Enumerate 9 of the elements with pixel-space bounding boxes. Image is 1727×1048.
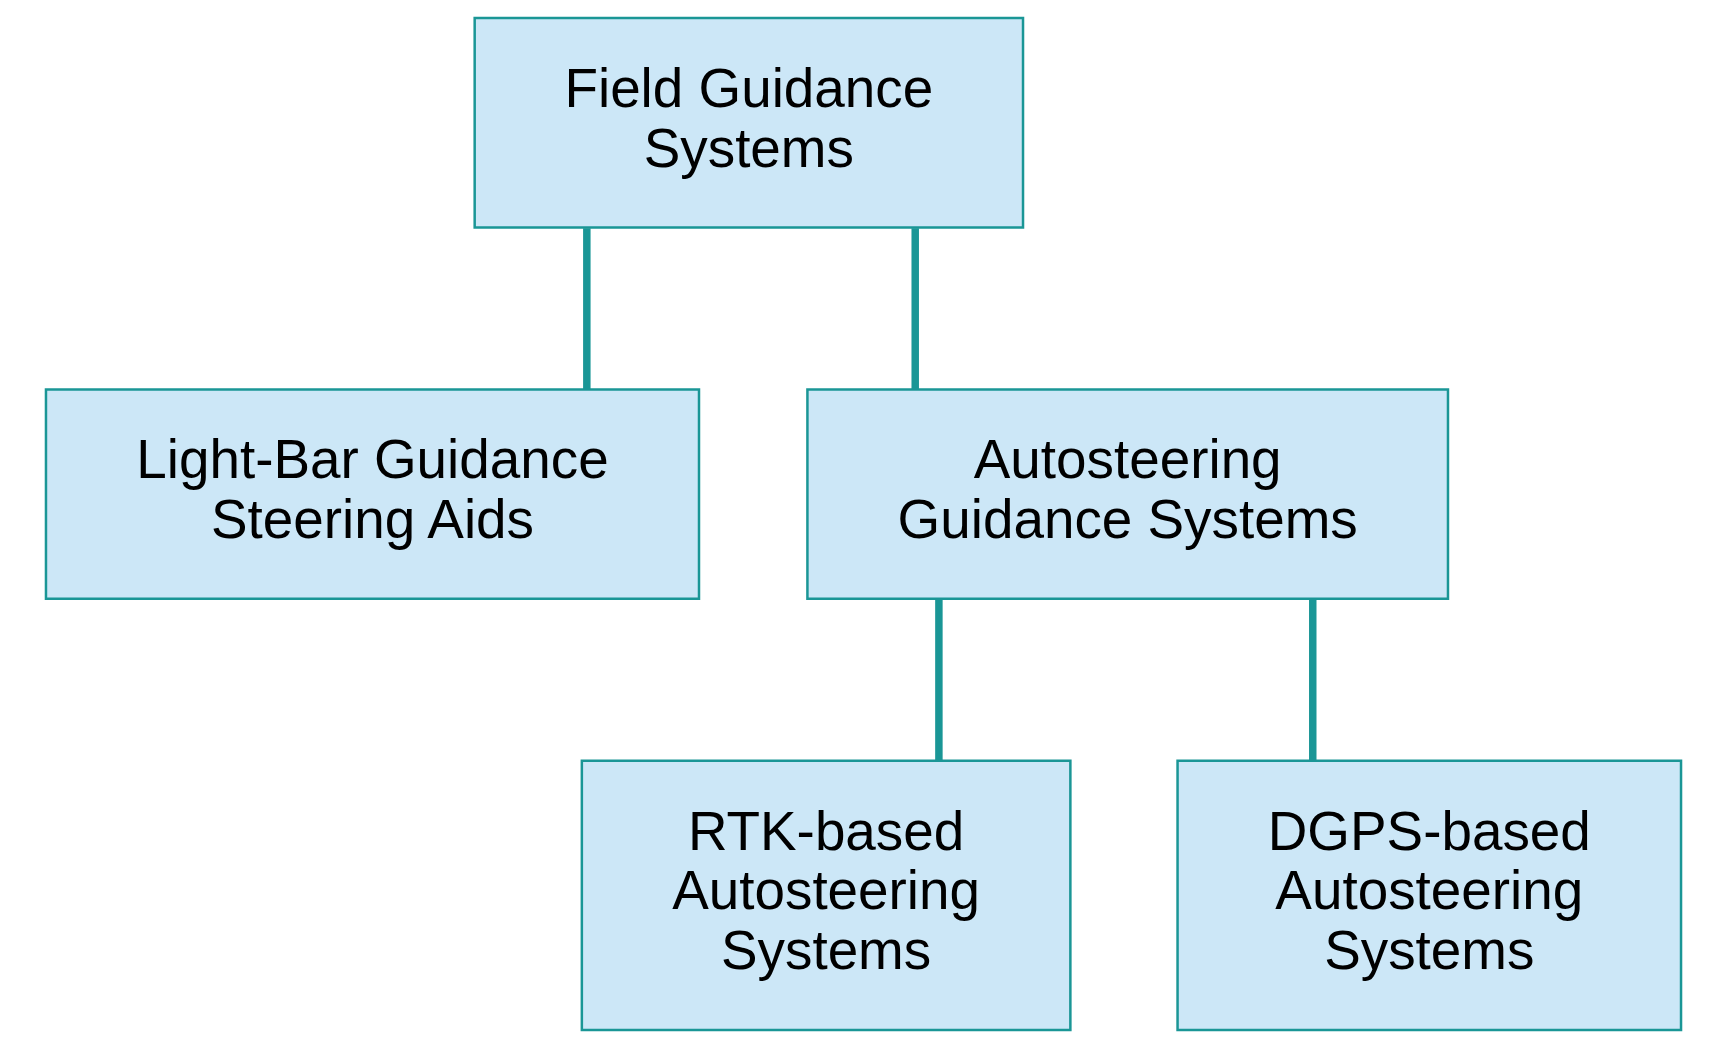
node-box: Light-Bar Guidance Steering Aids [44,388,701,600]
connector [911,228,919,390]
node-box: Autosteering Guidance Systems [806,388,1450,600]
connector [935,599,943,761]
node-box: RTK-based Autosteering Systems [580,759,1072,1032]
connector [1309,599,1317,761]
node-box: DGPS-based Autosteering Systems [1176,759,1683,1032]
node-box: Field Guidance Systems [473,16,1025,229]
connector [583,228,591,390]
